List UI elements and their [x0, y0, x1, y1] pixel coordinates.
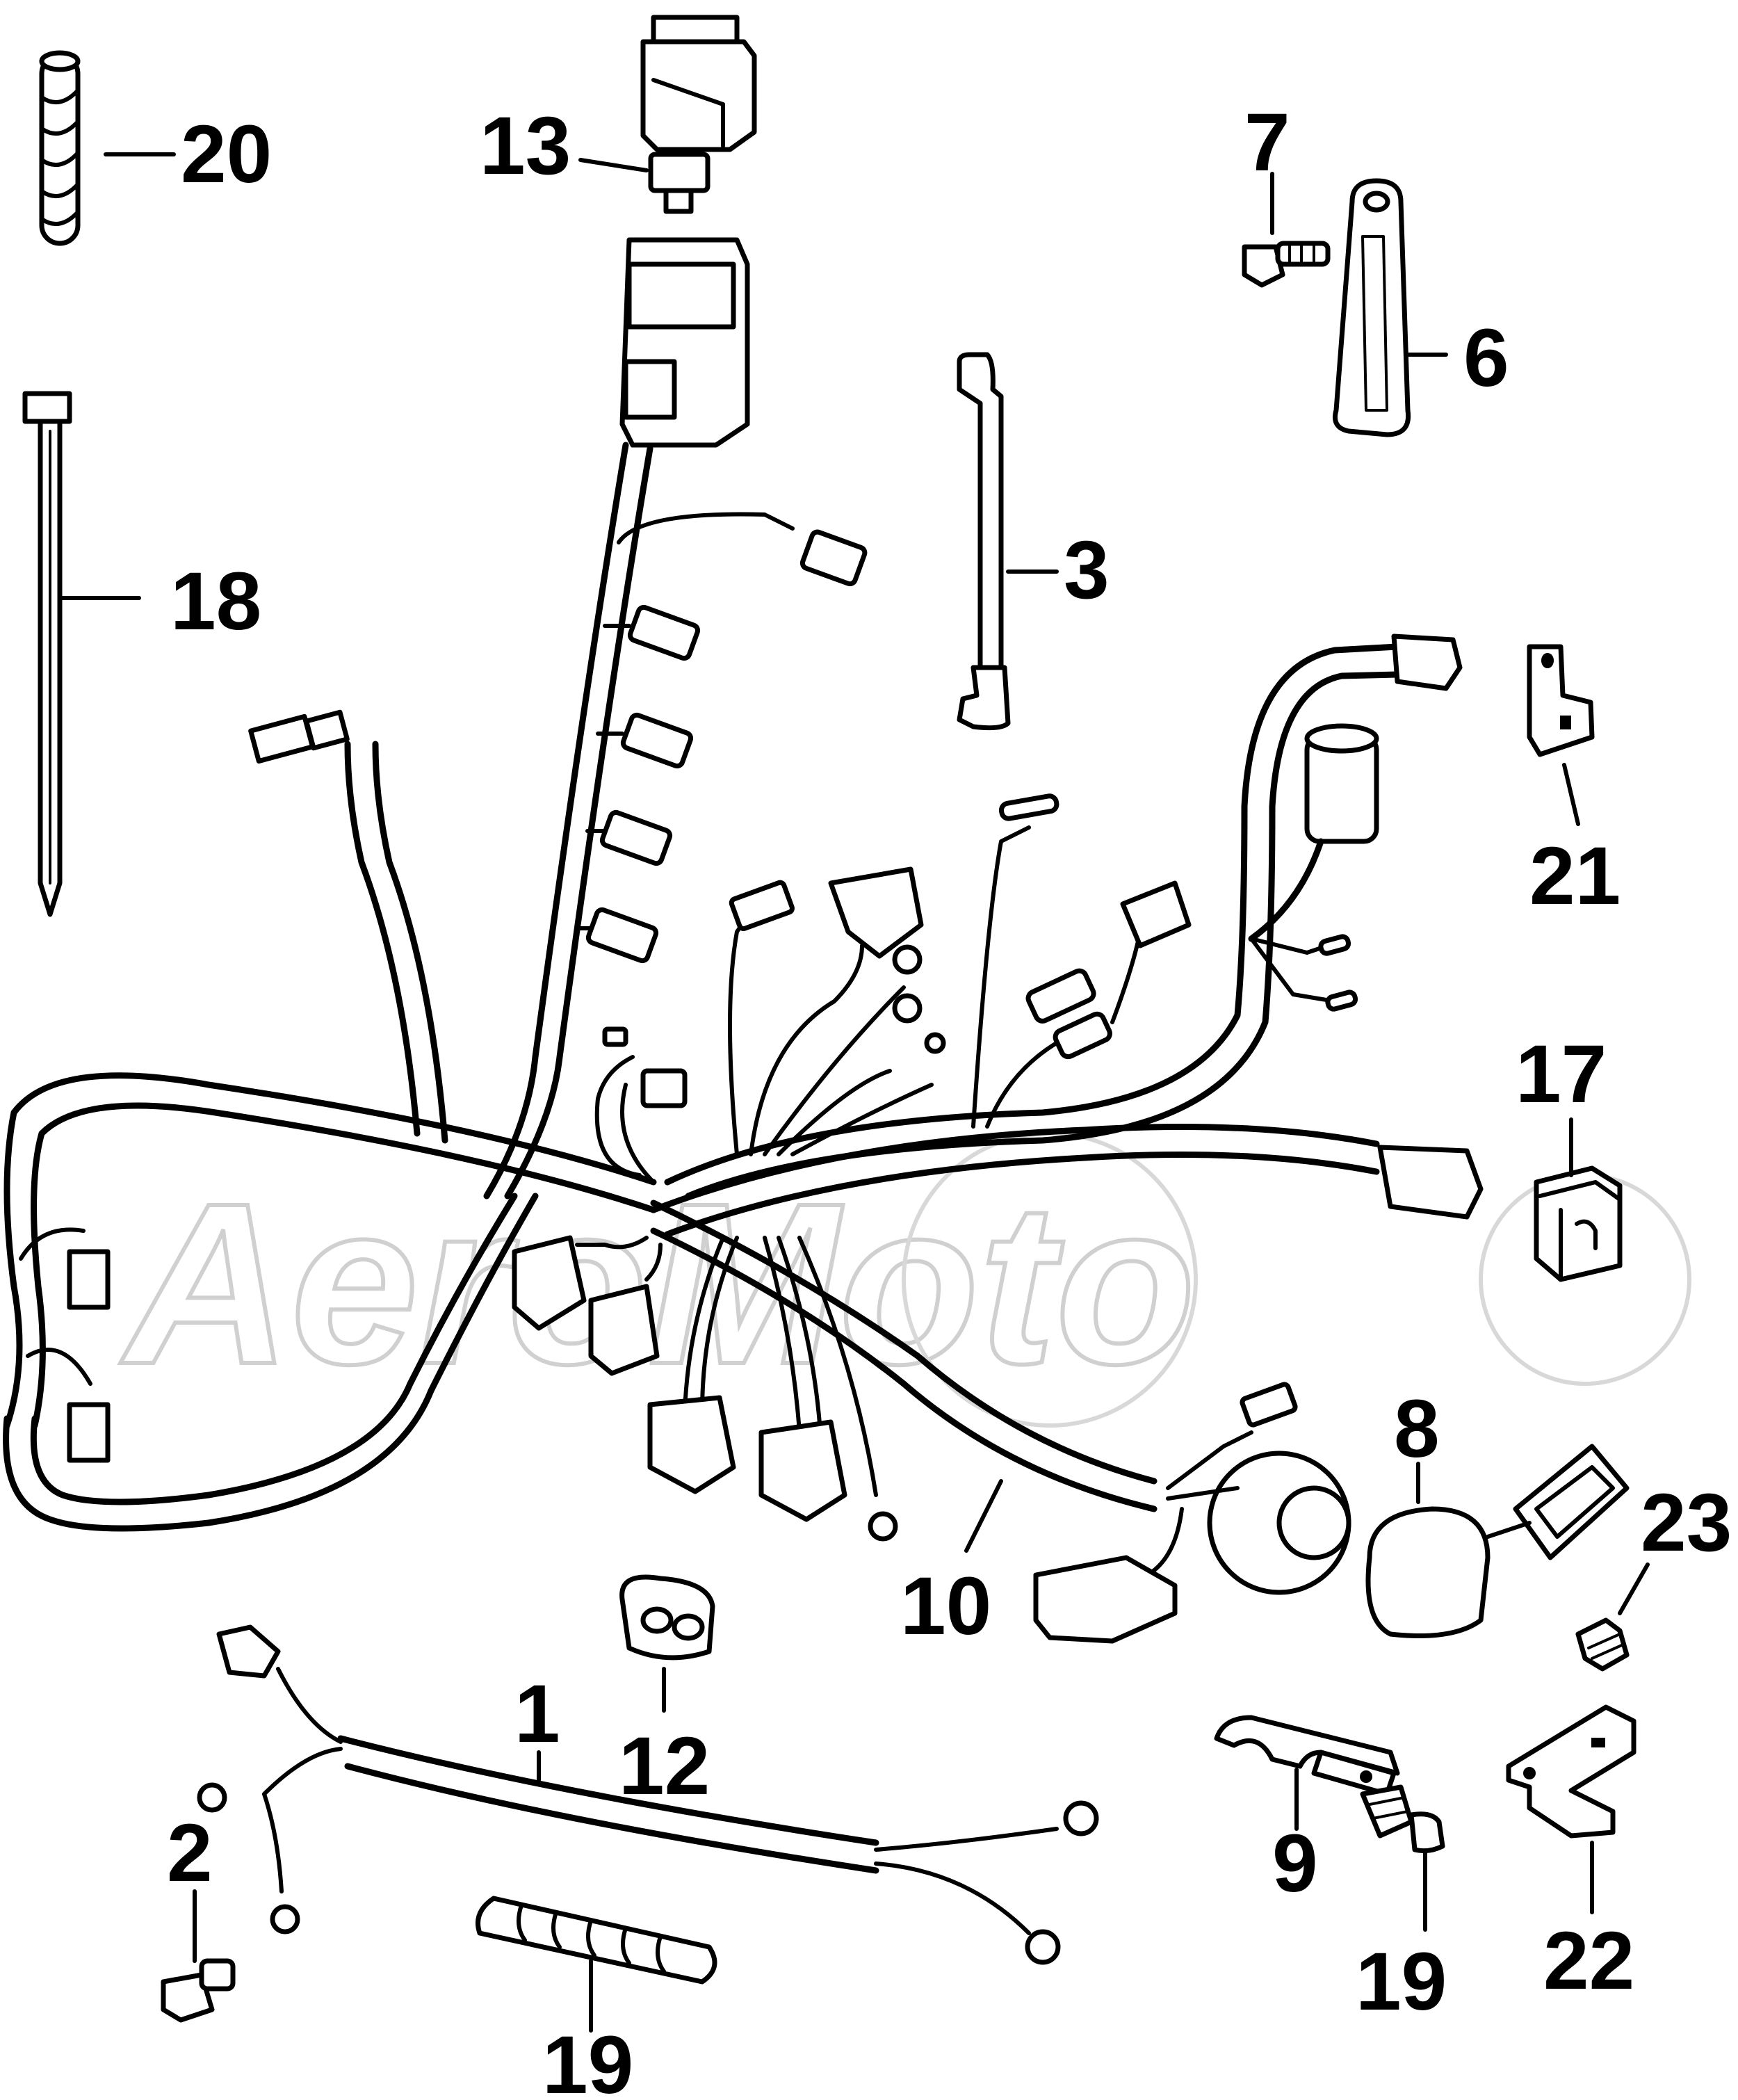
part-21-bracket[interactable] — [1527, 644, 1595, 757]
part-11-relay[interactable] — [640, 15, 757, 152]
callout-19: 19 — [542, 2019, 633, 2100]
part-6-bracket[interactable] — [1333, 178, 1411, 437]
callout-8: 8 — [1394, 1383, 1440, 1475]
callout-13: 17 — [1516, 1028, 1607, 1120]
part-18-cable-tie[interactable] — [22, 391, 72, 917]
part-20-spiral-wrap[interactable] — [39, 50, 81, 246]
part-1-ground-harness[interactable] — [197, 1624, 1099, 1965]
callout-7: 7 — [1244, 97, 1290, 188]
callout-6: 6 — [1463, 312, 1509, 404]
callout-3: 3 — [1064, 524, 1110, 616]
part-19-spiral-wrap[interactable] — [476, 1896, 717, 1985]
part-9-clamp[interactable] — [1214, 1715, 1400, 1797]
callout-1: 1 — [514, 1668, 560, 1760]
part-12-grommet[interactable] — [619, 1574, 715, 1661]
part-13-cap[interactable] — [1534, 1165, 1623, 1282]
callout-22: 22 — [1543, 1915, 1634, 2007]
part-2-bolt[interactable] — [161, 1958, 236, 2023]
harness-connectors[interactable] — [67, 512, 1484, 1644]
callout-17: 19 — [1356, 1936, 1447, 2028]
callout-20: 20 — [181, 108, 272, 200]
callouts: 20 13 7 6 3 18 21 17 10 8 23 1 12 2 9 22… — [167, 97, 1732, 2100]
part-11-fuse[interactable] — [648, 152, 710, 214]
callout-12: 12 — [619, 1720, 710, 1812]
callout-10: 10 — [900, 1560, 991, 1652]
part-23-clip[interactable] — [1575, 1617, 1630, 1672]
part-3-plug-lead[interactable] — [957, 352, 1011, 731]
watermark-text: AeroMoto — [118, 1155, 1196, 1412]
callout-21: 21 — [1529, 830, 1621, 922]
part-7-bolt[interactable] — [1242, 241, 1331, 288]
callout-11: 13 — [480, 100, 571, 192]
part-22-bracket[interactable] — [1506, 1704, 1637, 1839]
part-17-bolt[interactable] — [1360, 1784, 1445, 1854]
callout-9: 9 — [1272, 1818, 1318, 1909]
relay-socket[interactable] — [619, 237, 750, 448]
callout-23: 23 — [1641, 1477, 1732, 1569]
part-8-cover[interactable] — [1365, 1444, 1630, 1638]
callout-2: 2 — [167, 1807, 213, 1899]
callout-18: 18 — [170, 556, 261, 647]
